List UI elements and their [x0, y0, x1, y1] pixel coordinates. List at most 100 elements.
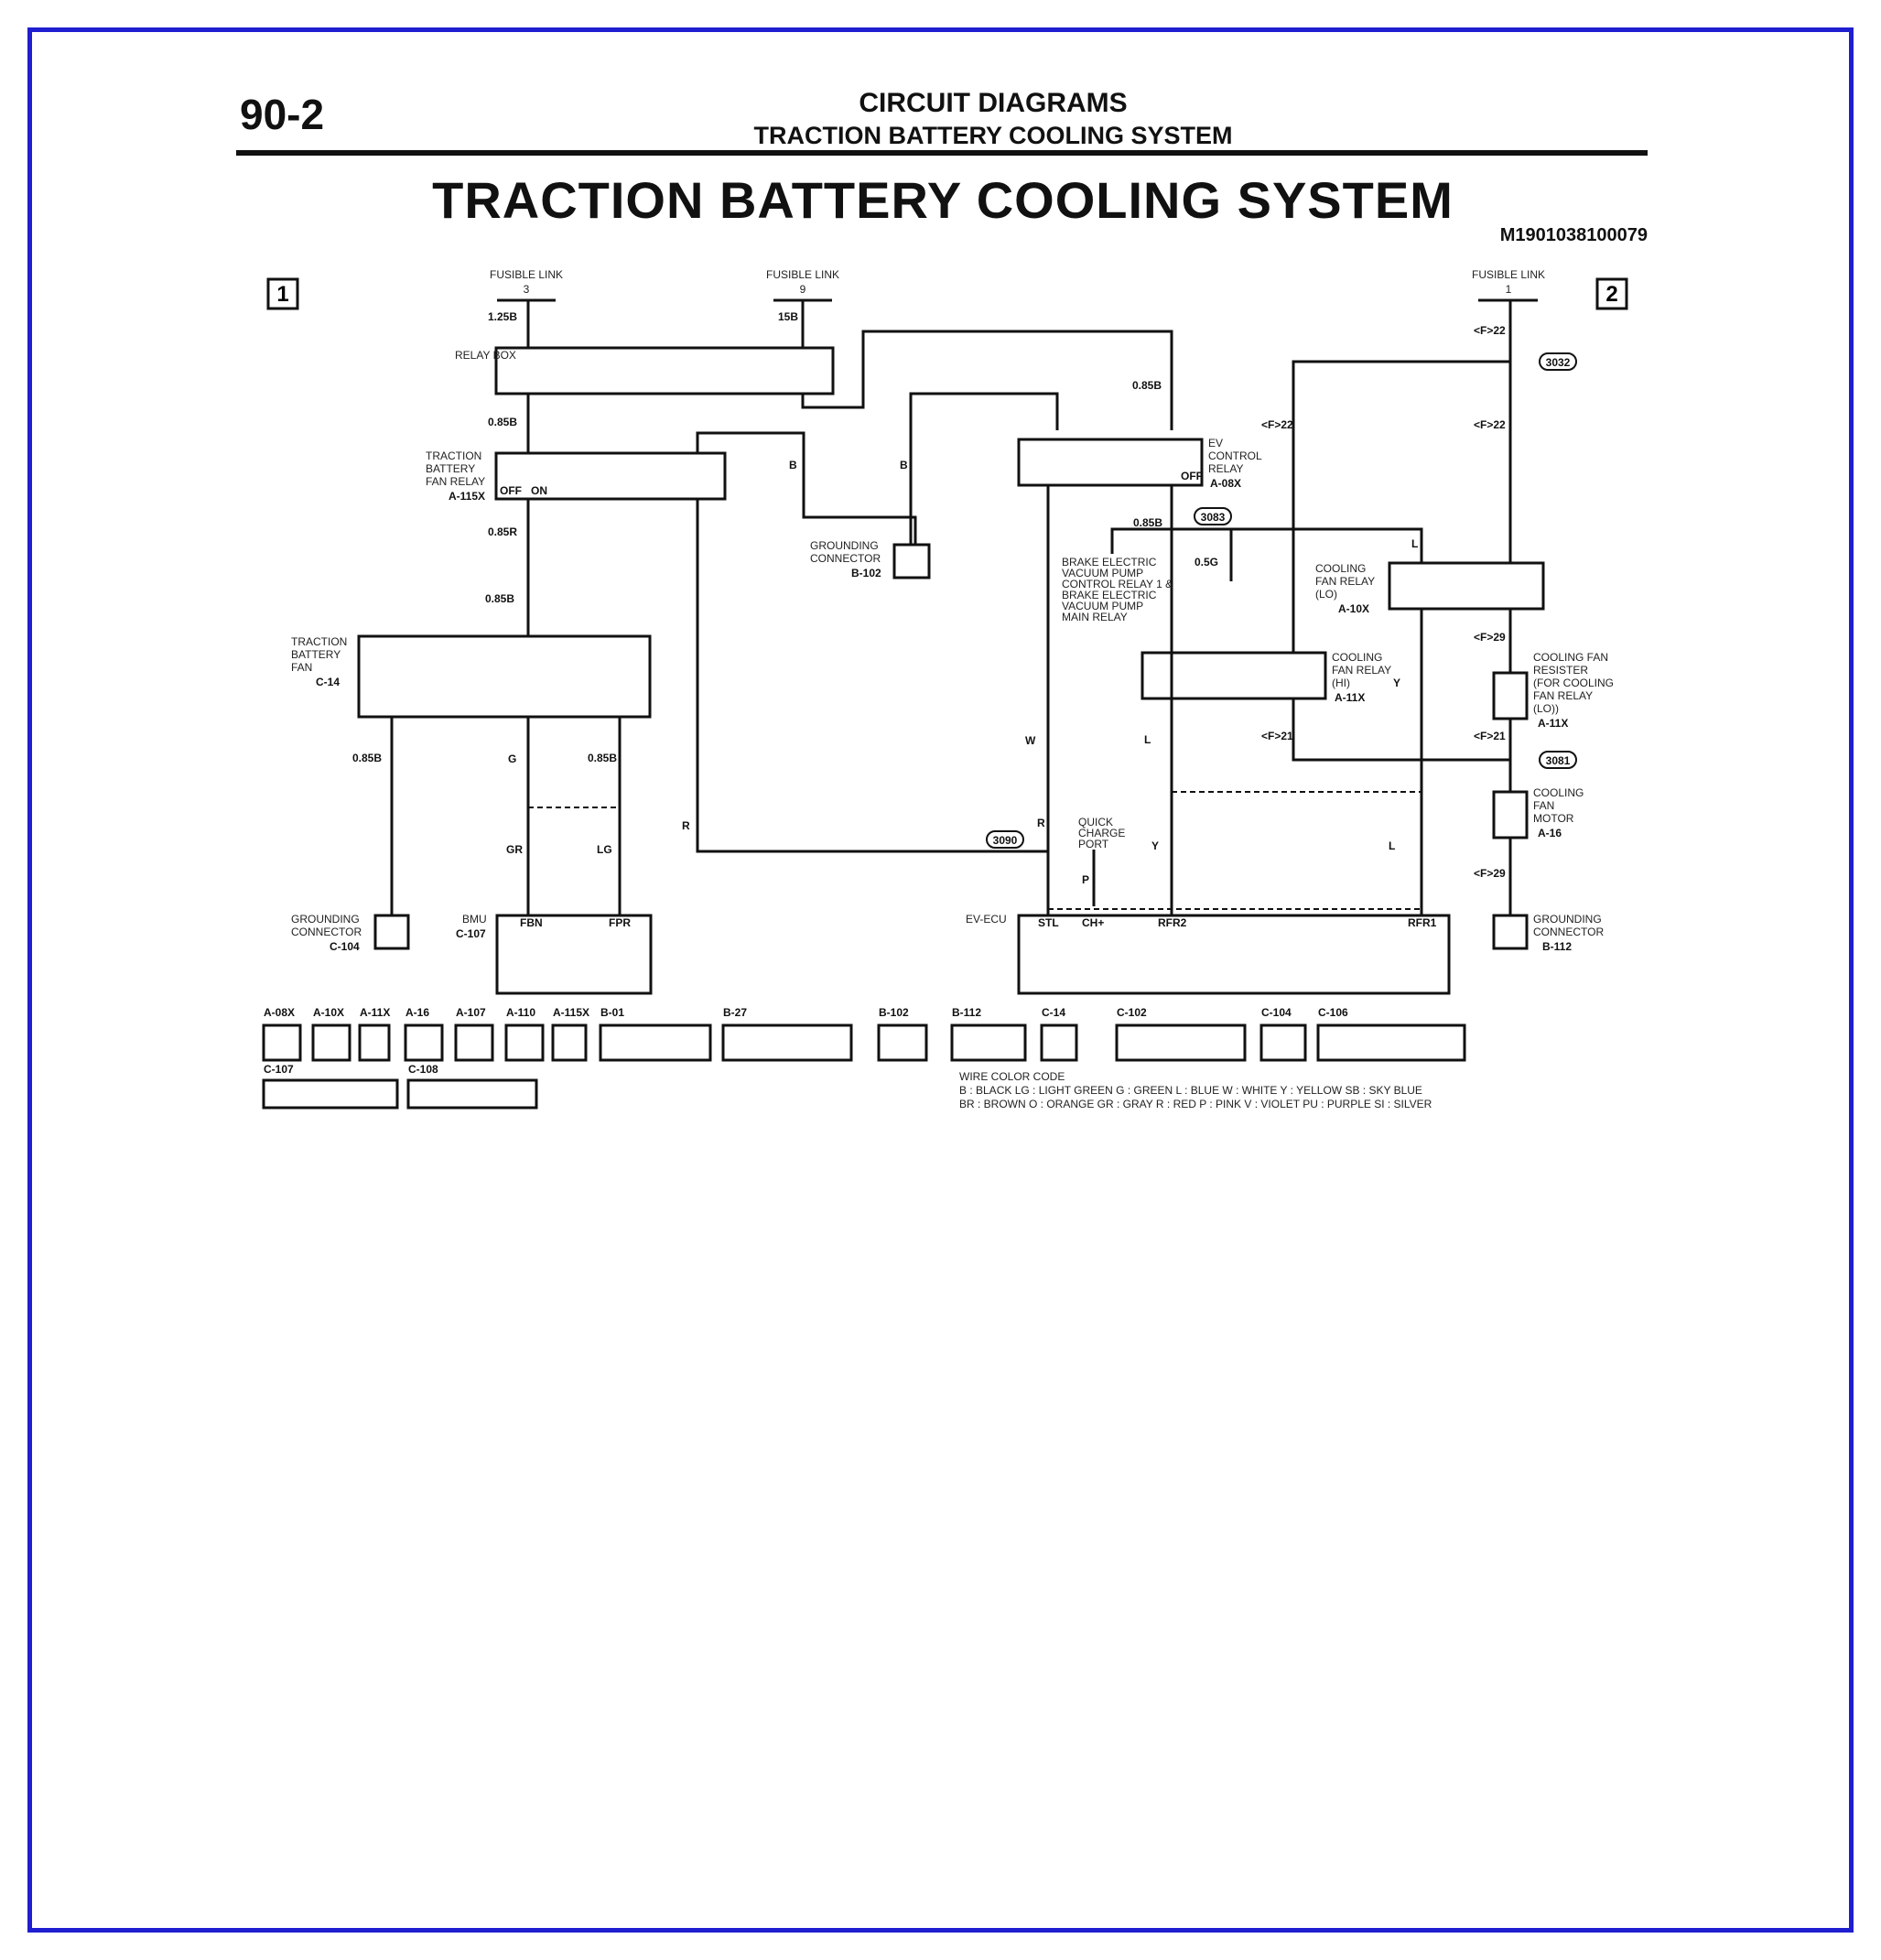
connector-face [551, 1023, 588, 1062]
wire-label: 0.85B [1132, 379, 1162, 392]
sheet-marker-2-box [1595, 277, 1628, 310]
fan-relay-label-2: BATTERY [426, 462, 475, 475]
pin-name: FBN [520, 916, 543, 929]
cool-hi-label-2: FAN RELAY [1332, 664, 1391, 677]
connector-face [877, 1023, 928, 1062]
ev-relay-label-1: EV [1208, 437, 1223, 449]
cool-lo-label-1: COOLING [1315, 562, 1366, 575]
section-subtitle: TRACTION BATTERY COOLING SYSTEM [753, 122, 1233, 149]
quick-port-2: CHARGE [1078, 827, 1125, 839]
section-title: CIRCUIT DIAGRAMS [859, 88, 1128, 118]
connector-code: B-102 [879, 1006, 909, 1019]
pin-name: OFF [500, 484, 522, 497]
wire-label: 0.85R [488, 525, 517, 538]
fusible-link-3-label: FUSIBLE LINK [1472, 268, 1545, 281]
connector-code: B-112 [952, 1006, 981, 1019]
wire-label: 15B [778, 310, 798, 323]
splice-label: 3081 [1546, 754, 1571, 767]
connector-code: C-106 [1318, 1006, 1348, 1019]
fan-relay-code: A-115X [449, 490, 485, 503]
bmu-code: C-107 [456, 927, 486, 940]
ev-control-relay [1017, 438, 1204, 487]
wire-label: 0.85B [1133, 516, 1162, 529]
page-frame [27, 27, 1854, 1933]
resistor-label-5: (LO)) [1533, 702, 1559, 715]
header-rule [236, 150, 1648, 156]
wire-label: B [789, 459, 797, 471]
motor-code: A-16 [1538, 827, 1562, 839]
fan-relay-label-1: TRACTION [426, 449, 481, 462]
connector-code: C-104 [1261, 1006, 1292, 1019]
connector-code: B-01 [600, 1006, 624, 1019]
resistor-label-1: COOLING FAN [1533, 651, 1608, 664]
ic-label: <F>21 [1261, 730, 1293, 742]
connector-face [311, 1023, 351, 1062]
ic-label: <F>22 [1474, 418, 1506, 431]
connector-face [1040, 1023, 1078, 1062]
cool-lo-label-2: FAN RELAY [1315, 575, 1375, 588]
wire-color-title: WIRE COLOR CODE [959, 1070, 1065, 1083]
brake-note-6: MAIN RELAY [1062, 611, 1128, 623]
battery-fan-label-1: TRACTION [291, 635, 347, 648]
brake-note-5: VACUUM PUMP [1062, 600, 1143, 612]
fusible-link-1-num: 3 [524, 283, 530, 296]
relay-box [494, 346, 835, 395]
ic-label: <F>29 [1474, 631, 1506, 644]
grounding-connector-c [1492, 914, 1529, 950]
connector-face [262, 1078, 399, 1110]
sheet-marker-2: 2 [1605, 282, 1617, 307]
grounding-a-code: B-102 [851, 567, 881, 579]
ic-label: <F>29 [1474, 867, 1506, 880]
resistor-label-4: FAN RELAY [1533, 689, 1593, 702]
wire-label: L [1144, 733, 1151, 746]
wire-label: 0.85B [588, 752, 617, 764]
quick-port-3: PORT [1078, 838, 1109, 850]
cool-lo-code: A-10X [1338, 602, 1369, 615]
resistor-code: A-11X [1538, 717, 1568, 730]
connector-face [950, 1023, 1027, 1062]
connector-face [454, 1023, 494, 1062]
grounding-a-label-1: GROUNDING [810, 539, 879, 552]
pin-name: OFF [1181, 470, 1203, 482]
pin-name: STL [1038, 916, 1059, 929]
connector-code: A-11X [360, 1006, 390, 1019]
splice-label: 3083 [1201, 511, 1226, 524]
grounding-connector-a [892, 543, 931, 579]
fan-relay-label-3: FAN RELAY [426, 475, 485, 488]
wire-label: P [1082, 873, 1089, 886]
connector-code: A-08X [264, 1006, 295, 1019]
cooling-fan-relay-lo [1388, 561, 1545, 611]
connector-face [1115, 1023, 1247, 1062]
splice-label: 3090 [993, 834, 1018, 847]
connector-face [262, 1023, 302, 1062]
wire-label: Y [1151, 839, 1159, 852]
wire-label: 0.85B [488, 416, 517, 428]
wire-label: 0.85B [352, 752, 382, 764]
quick-port-1: QUICK [1078, 816, 1113, 828]
wire-label: 1.25B [488, 310, 517, 323]
grounding-b-code: C-104 [330, 940, 360, 953]
wire-label: 0.85B [485, 592, 514, 605]
cooling-fan-resister [1492, 671, 1529, 720]
pin-name: CH+ [1082, 916, 1104, 929]
document-code: M1901038100079 [1499, 225, 1648, 245]
connector-code: C-14 [1042, 1006, 1065, 1019]
resistor-label-3: (FOR COOLING [1533, 677, 1614, 689]
wire-label: R [1037, 817, 1045, 829]
connector-code: C-102 [1117, 1006, 1147, 1019]
connector-code: C-108 [408, 1063, 438, 1076]
connector-face [406, 1078, 538, 1110]
battery-fan-label-3: FAN [291, 661, 312, 674]
resistor-label-2: RESISTER [1533, 664, 1588, 677]
connector-code: B-27 [723, 1006, 747, 1019]
connector-face [1259, 1023, 1307, 1062]
motor-label-2: FAN [1533, 799, 1554, 812]
splice-label: 3032 [1546, 356, 1571, 369]
wire-label: B [900, 459, 908, 471]
ev-relay-label-3: RELAY [1208, 462, 1243, 475]
ic-label: <F>22 [1261, 418, 1293, 431]
motor-label-3: MOTOR [1533, 812, 1574, 825]
cooling-fan-motor [1492, 790, 1529, 839]
connector-code: A-10X [313, 1006, 344, 1019]
